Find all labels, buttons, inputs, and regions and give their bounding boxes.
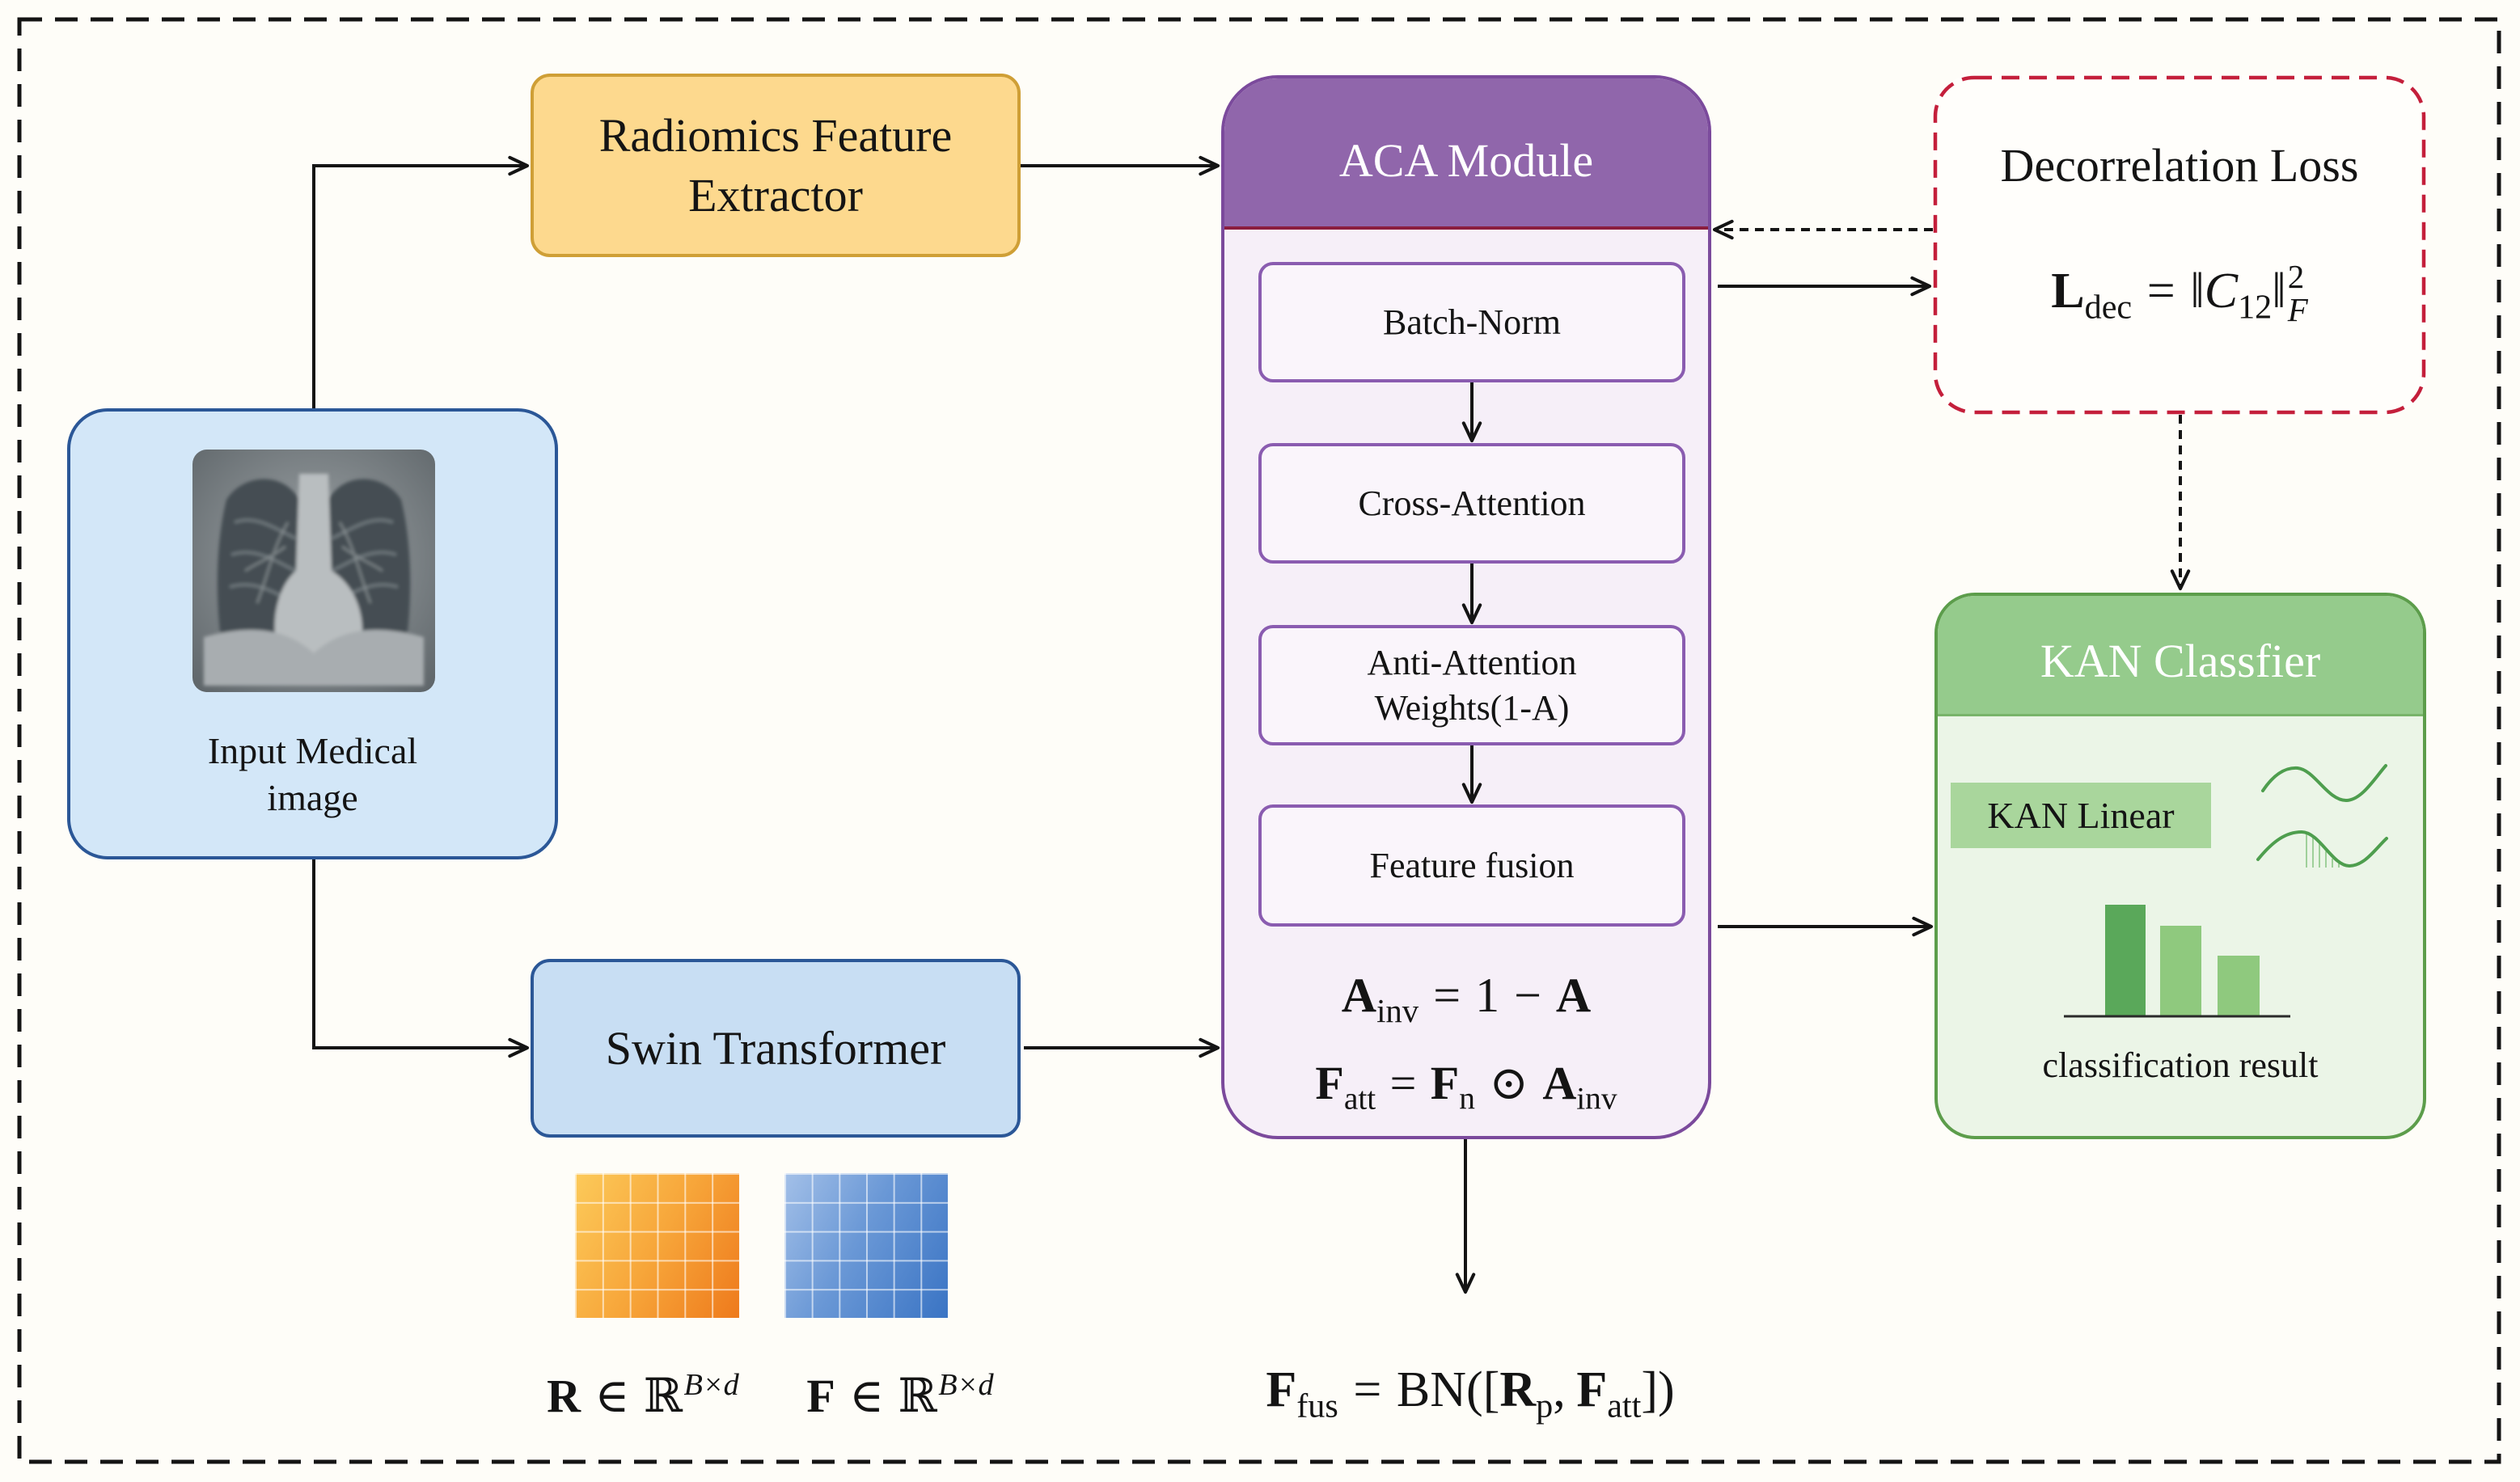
decorr-c-subscript: 12	[2238, 288, 2273, 327]
kan-classifier-header: KAN Classfier	[1938, 596, 2423, 716]
bar-chart-icon	[2064, 905, 2290, 1018]
deep-feature-matrix-icon	[784, 1173, 948, 1318]
spline-wave-icon	[2256, 764, 2388, 868]
input-medical-image-box: Input Medical image	[67, 408, 558, 859]
swin-transformer-box: Swin Transformer	[531, 959, 1021, 1138]
dim-f-symbol: F	[806, 1370, 835, 1423]
swin-transformer-label: Swin Transformer	[605, 1022, 946, 1075]
formula-inv-one: 1	[1475, 969, 1500, 1022]
fusion-equals: =	[1353, 1362, 1382, 1417]
formula-att-symbol-a: A	[1542, 1057, 1577, 1109]
decorr-symbol-l: L	[2051, 264, 2085, 319]
fusion-subscript: fus	[1296, 1387, 1338, 1425]
decorr-symbol-c: C	[2204, 264, 2239, 319]
feature-fusion-label: Feature fusion	[1369, 845, 1575, 885]
decorr-norm-open: ‖	[2190, 264, 2205, 319]
formula-inv-equals: =	[1433, 969, 1461, 1022]
batch-norm-step: Batch-Norm	[1258, 262, 1685, 382]
chest-xray-image	[192, 450, 435, 692]
fusion-comma: ,	[1553, 1362, 1566, 1417]
kan-classifier-title: KAN Classfier	[2040, 634, 2321, 687]
formula-att-normed-subscript: n	[1459, 1080, 1475, 1117]
anti-attention-label-line-1: Anti-Attention	[1367, 642, 1577, 682]
input-label: Input Medical image	[70, 728, 555, 821]
decorr-norm-type: F	[2287, 291, 2308, 328]
formula-att-subscript: att	[1343, 1080, 1376, 1117]
feature-fusion-step: Feature fusion	[1258, 804, 1685, 927]
input-label-line-1: Input Medical	[207, 730, 418, 771]
fused-feature-formula: Ffus=BN([Rp,Fatt])	[1187, 1357, 1753, 1425]
radiomics-feature-extractor-box: Radiomics Feature Extractor	[531, 74, 1021, 257]
radiomics-label-line-2: Extractor	[688, 168, 863, 222]
fusion-bn-open: BN([	[1396, 1362, 1500, 1417]
anti-attention-weights-step: Anti-Attention Weights(1-A)	[1258, 625, 1685, 745]
formula-inv-minus: −	[1514, 969, 1541, 1022]
fusion-bn-close: ])	[1641, 1362, 1675, 1417]
decorr-norm-power: 2	[2287, 259, 2305, 295]
fusion-symbol-f: F	[1266, 1362, 1297, 1417]
aca-module-title: ACA Module	[1338, 134, 1594, 187]
cross-attention-label: Cross-Attention	[1358, 483, 1586, 523]
formula-att-symbol-f: F	[1315, 1057, 1344, 1109]
formula-att-hadamard: ⊙	[1489, 1057, 1528, 1109]
batch-norm-label: Batch-Norm	[1383, 302, 1561, 342]
kan-linear-label: KAN Linear	[1951, 783, 2211, 848]
dim-r-in: ∈	[594, 1370, 630, 1423]
dim-r-symbol: R	[547, 1370, 581, 1423]
classification-result-label: classification result	[2042, 1045, 2319, 1085]
decorrelation-loss-title: Decorrelation Loss	[2000, 139, 2359, 192]
formula-att-a-subscript: inv	[1576, 1080, 1617, 1117]
decorrelation-dashed-border	[1933, 75, 2426, 415]
decorr-equals: =	[2146, 264, 2175, 319]
radiomics-feature-matrix-icon	[575, 1173, 739, 1318]
fusion-r-subscript: p	[1536, 1387, 1554, 1425]
formula-inv-attention-a: A	[1555, 969, 1592, 1022]
aca-module-header: ACA Module	[1224, 78, 1708, 230]
anti-attention-label-line-2: Weights(1-A)	[1374, 687, 1570, 728]
cross-attention-step: Cross-Attention	[1258, 443, 1685, 564]
dim-f-reals: ℝ	[898, 1370, 937, 1423]
radiomics-feature-dimension: R∈ℝB×d	[522, 1353, 764, 1422]
dim-f-shape: B×d	[938, 1368, 994, 1402]
formula-inv-subscript: inv	[1376, 993, 1419, 1030]
formula-att-equals: =	[1389, 1057, 1417, 1109]
decorr-subscript: dec	[2084, 288, 2133, 327]
attended-feature-formula: Fatt=Fn⊙Ainv	[1224, 1049, 1708, 1117]
aca-module-box: ACA Module Batch-Norm Cross-Attention An…	[1221, 75, 1711, 1139]
formula-inv-symbol-a: A	[1341, 969, 1377, 1022]
fusion-symbol-r: R	[1499, 1362, 1537, 1417]
dim-f-in: ∈	[849, 1370, 885, 1423]
input-label-line-2: image	[267, 777, 358, 818]
dim-r-shape: B×d	[683, 1368, 739, 1402]
deep-feature-dimension: F ∈ℝB×d	[779, 1353, 1021, 1422]
formula-att-normed-f: F	[1430, 1057, 1460, 1109]
arrow-input-to-swin	[312, 859, 530, 1058]
inverse-attention-formula: Ainv=1−A	[1224, 961, 1708, 1029]
fusion-symbol-fatt: F	[1576, 1362, 1608, 1417]
kan-classifier-box: KAN Classfier KAN Linear classification …	[1934, 593, 2426, 1139]
arrow-input-to-radiomics	[312, 155, 530, 408]
decorr-norm-close: ‖	[2272, 264, 2286, 319]
radiomics-label-line-1: Radiomics Feature	[598, 108, 953, 162]
fusion-fatt-subscript: att	[1607, 1387, 1642, 1425]
dim-r-reals: ℝ	[643, 1370, 683, 1423]
